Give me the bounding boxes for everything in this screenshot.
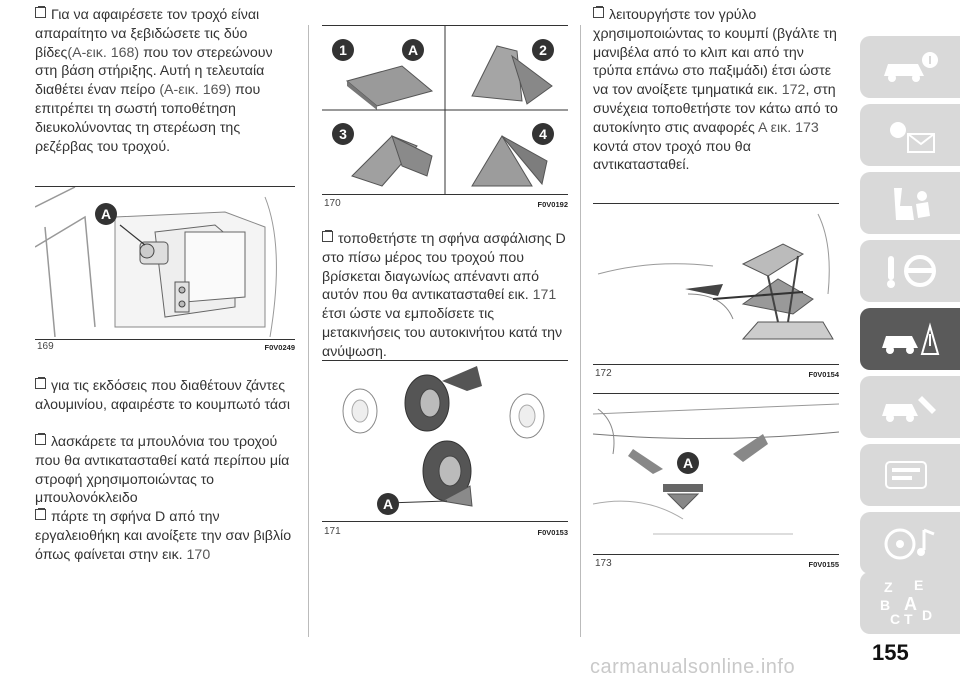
- multimedia-icon: [884, 528, 935, 560]
- jack-illustration: [597, 213, 834, 340]
- tab-index[interactable]: Z E B A C T D: [860, 572, 960, 634]
- tab-car-info[interactable]: [860, 36, 960, 98]
- bullet-square-icon: [35, 377, 46, 389]
- figure-173: A: [593, 393, 839, 555]
- index-letter: B: [880, 597, 890, 613]
- tab-safety[interactable]: [860, 172, 960, 234]
- figure-number: 169: [37, 341, 54, 352]
- steering-wheel-icon: [887, 255, 936, 288]
- index-letter: Z: [884, 579, 893, 595]
- figure-code: F0V0153: [537, 528, 568, 537]
- figure-code: F0V0154: [808, 370, 839, 379]
- figure-number: 170: [324, 198, 341, 209]
- figure-code: F0V0249: [264, 343, 295, 352]
- index-letter: E: [914, 577, 923, 593]
- paragraph-alloy-wheels: για τις εκδόσεις που διαθέτουν ζάντες αλ…: [35, 377, 291, 413]
- safety-seat-icon: [894, 188, 930, 220]
- tab-emergency[interactable]: [860, 308, 960, 370]
- figure-number: 171: [324, 526, 341, 537]
- step-1-badge: 1: [332, 39, 354, 61]
- step-3-badge: 3: [332, 123, 354, 145]
- wedge-unfolding-illustration: [322, 26, 568, 194]
- paragraph-take-wedge: πάρτε τη σφήνα D από την εργαλειοθήκη κα…: [35, 508, 292, 563]
- bullet-square-icon: [35, 6, 46, 18]
- figure-172: [593, 203, 839, 365]
- page-number: 155: [872, 640, 909, 665]
- paragraph-place-wedge: τοποθετήστε τη σφήνα ασφάλισης D στο πίσ…: [322, 230, 566, 360]
- technical-data-icon: [885, 461, 927, 489]
- wheels-wedge-illustration: [342, 366, 545, 507]
- watermark: carmanualsonline.info: [590, 656, 796, 678]
- bullet-square-icon: [322, 230, 333, 242]
- figure-171: A: [322, 360, 568, 522]
- figure-code: F0V0192: [537, 200, 568, 209]
- tab-starting-driving[interactable]: [860, 240, 960, 302]
- bullet-square-icon: [35, 433, 46, 445]
- index-letter: C: [890, 611, 900, 626]
- callout-a-badge: A: [677, 452, 699, 474]
- warning-lights-icon: [890, 122, 935, 153]
- figure-170: 1 A 2 3 4: [322, 25, 568, 195]
- index-letter: D: [922, 607, 932, 623]
- callout-a-badge: A: [377, 493, 399, 515]
- bullet-square-icon: [35, 508, 46, 520]
- tab-multimedia[interactable]: [860, 512, 960, 574]
- step-4-badge: 4: [532, 123, 554, 145]
- index-letter: T: [904, 611, 913, 626]
- callout-a-badge: A: [402, 39, 424, 61]
- tab-maintenance[interactable]: [860, 376, 960, 438]
- car-info-icon: [884, 52, 938, 82]
- figure-169: A: [35, 186, 295, 340]
- tab-technical-data[interactable]: [860, 444, 960, 506]
- spare-wheel-mount-illustration: [35, 187, 277, 338]
- tab-warning-lights[interactable]: [860, 104, 960, 166]
- index-letters-icon: Z E B A C T D: [880, 577, 932, 626]
- figure-number: 173: [595, 558, 612, 569]
- maintenance-icon: [882, 396, 936, 422]
- callout-a-badge: A: [95, 203, 117, 225]
- step-2-badge: 2: [532, 39, 554, 61]
- paragraph-loosen-bolts: λασκάρετε τα μπουλόνια του τροχού που θα…: [35, 433, 290, 507]
- figure-code: F0V0155: [808, 560, 839, 569]
- paragraph-remove-wheel: Για να αφαιρέσετε τον τροχό είναι απαραί…: [35, 6, 273, 155]
- bullet-square-icon: [593, 6, 604, 18]
- emergency-icon: [882, 322, 940, 355]
- figure-number: 172: [595, 368, 612, 379]
- column-divider: [580, 25, 581, 637]
- paragraph-operate-jack: λειτουργήστε τον γρύλο χρησιμοποιώντας τ…: [593, 6, 838, 174]
- jacking-points-illustration: [593, 403, 839, 535]
- column-divider: [308, 25, 309, 637]
- index-letter: A: [904, 594, 917, 614]
